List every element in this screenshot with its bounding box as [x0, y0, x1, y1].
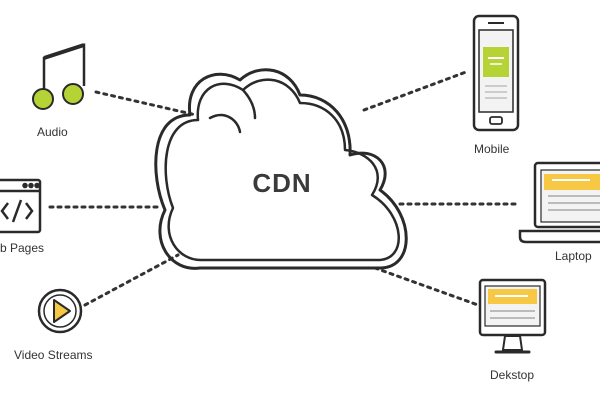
laptop-icon — [518, 161, 600, 244]
connector-video — [83, 253, 180, 307]
device-label-desktop: Dekstop — [490, 368, 535, 382]
cdn-label: CDN — [252, 168, 312, 198]
connectors — [48, 70, 522, 307]
connector-desktop — [373, 266, 480, 307]
music-note-icon — [32, 43, 86, 110]
play-circle-icon — [37, 288, 83, 334]
mobile-phone-icon — [472, 14, 520, 132]
connector-mobile — [362, 70, 468, 112]
cloud-icon — [154, 68, 408, 270]
desktop-monitor-icon — [478, 278, 547, 354]
connector-audio — [94, 90, 198, 117]
source-label-web-pages: b Pages — [0, 241, 45, 255]
device-label-mobile: Mobile — [474, 142, 510, 156]
source-label-audio: Audio — [37, 125, 68, 139]
device-label-laptop: Laptop — [555, 249, 592, 263]
source-label-video-streams: Video Streams — [14, 348, 93, 362]
code-window-icon — [0, 178, 42, 234]
